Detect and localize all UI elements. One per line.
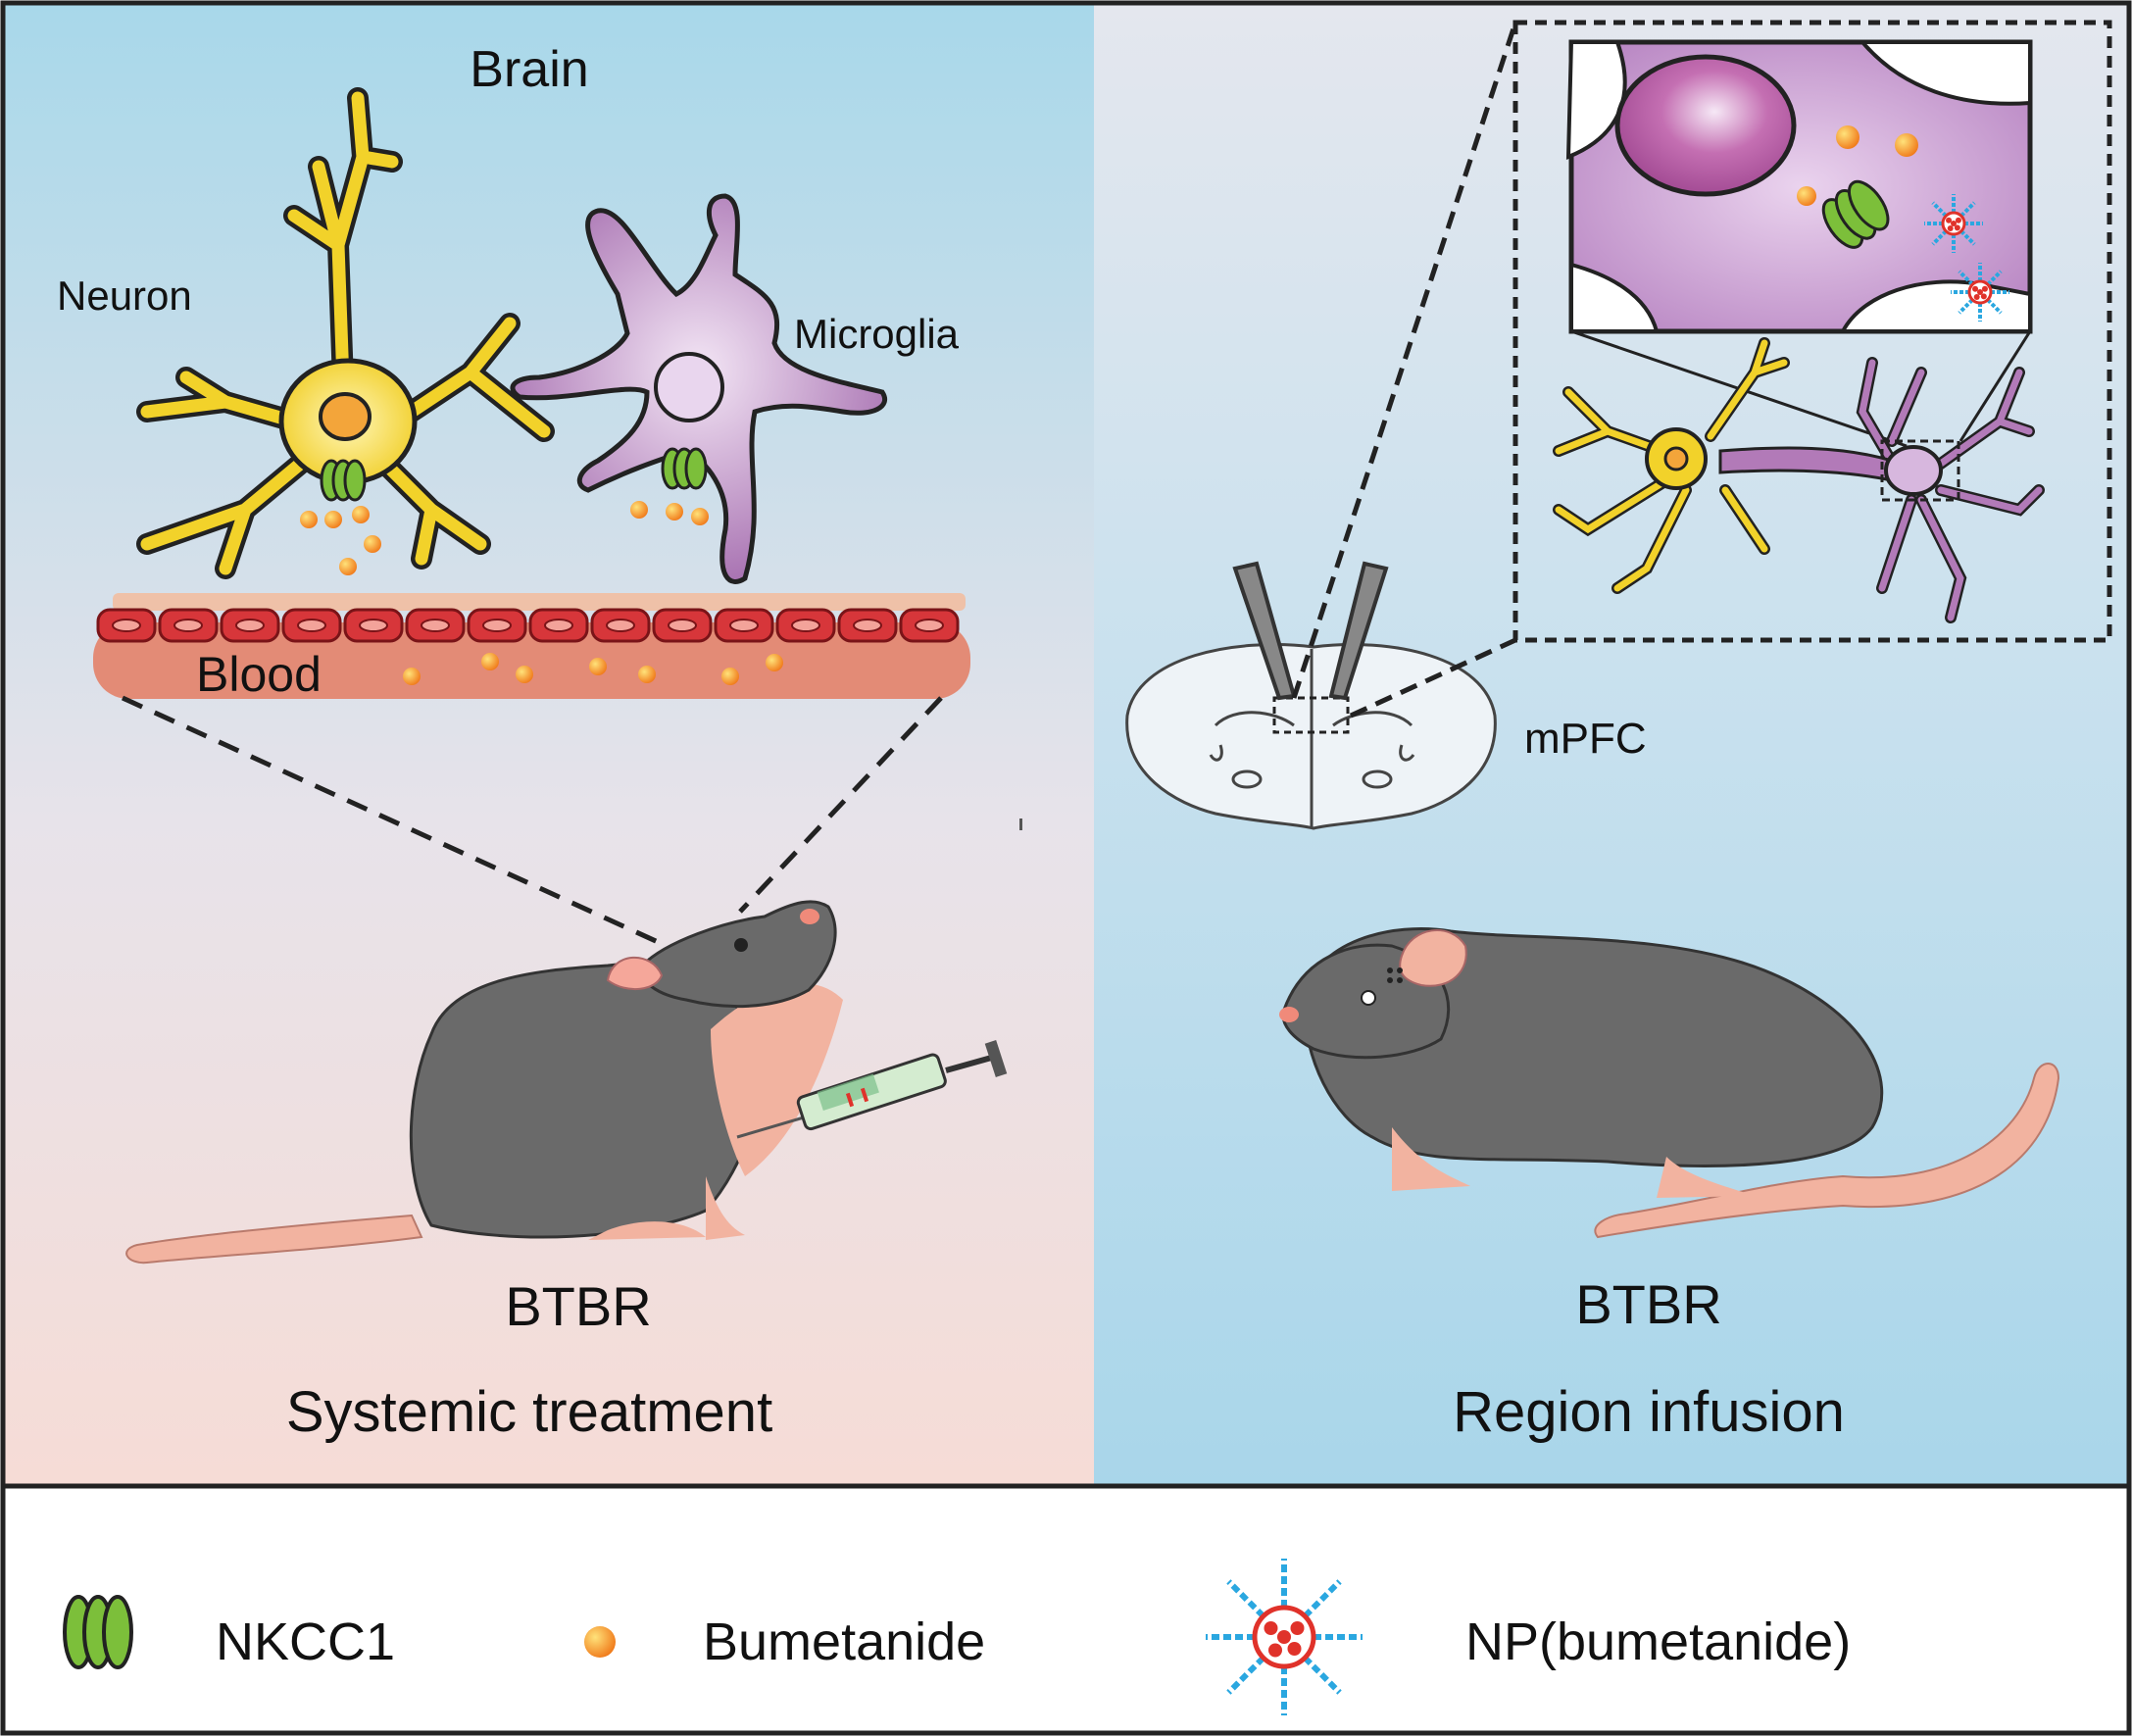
mouse-systemic-illustration <box>125 900 843 1265</box>
np-inset-icon-1 <box>1924 194 1983 253</box>
np-drug-dot <box>1277 1630 1291 1644</box>
nkcc1-microglia-icon <box>661 447 708 490</box>
endothelial-nucleus <box>544 619 573 632</box>
np-arm <box>1226 1656 1265 1695</box>
np-arm <box>1959 201 1976 218</box>
microglia-illustration <box>510 193 887 584</box>
np-inset-icon-2 <box>1951 263 2009 322</box>
np-arm <box>1303 1579 1342 1618</box>
np-arm <box>1986 270 2003 286</box>
np-arm <box>1959 229 1976 246</box>
bumetanide-dots-blood <box>403 653 783 685</box>
tiny-mark <box>1019 818 1022 830</box>
np-legend-label: NP(bumetanide) <box>1465 1612 1851 1671</box>
endothelial-nucleus <box>421 619 450 632</box>
np-drug-dot <box>1980 293 1987 300</box>
blood-label: Blood <box>196 647 322 702</box>
np-arm <box>1303 1656 1342 1695</box>
brain-label: Brain <box>470 41 588 98</box>
right-microglia-soma <box>1884 445 1943 496</box>
endothelial-nucleus <box>297 619 326 632</box>
connected-cells-illustration <box>1553 337 2045 623</box>
np-drug-dot <box>1264 1621 1278 1635</box>
np-drug-dot <box>1290 1621 1305 1635</box>
np-drug-dot <box>1977 289 1983 295</box>
nkcc1-neuron-icon <box>320 459 367 502</box>
neuron-illustration <box>136 87 555 579</box>
endothelial-nucleus <box>606 619 635 632</box>
np-drug-dot <box>1973 293 1980 300</box>
endothelial-nucleus <box>482 619 512 632</box>
bumetanide-dots-brain <box>300 501 709 575</box>
microglia-zoom-box <box>1880 439 1960 502</box>
endothelial-nucleus <box>235 619 265 632</box>
inset-cell-zoom <box>1565 39 2033 334</box>
endothelial-nucleus <box>668 619 697 632</box>
zoom-box-cells <box>1512 20 2112 643</box>
np-drug-dot <box>1951 221 1957 226</box>
nkcc1-legend-label: NKCC1 <box>216 1612 395 1671</box>
mpfc-region-box <box>1272 696 1350 734</box>
np-drug-dot <box>1972 285 1979 292</box>
mpfc-pointer-line <box>1349 637 1517 719</box>
np-arm <box>1226 1579 1265 1618</box>
left-panel-background <box>4 4 1094 1484</box>
np-drug-dot <box>1954 224 1960 231</box>
endothelial-nucleus <box>112 619 141 632</box>
endothelial-nucleus <box>729 619 759 632</box>
endothelial-nucleus <box>174 619 203 632</box>
neuron-label: Neuron <box>57 273 192 319</box>
zoom-line-upper <box>1291 22 1518 699</box>
np-drug-dot <box>1287 1642 1302 1656</box>
endothelial-nucleus <box>853 619 882 632</box>
inset-nucleus <box>1614 54 1797 197</box>
mouse-ear-right <box>1399 929 1467 987</box>
np-arm <box>1931 229 1948 246</box>
np-drug-dot <box>1955 217 1961 223</box>
np-drug-dot <box>1947 224 1954 231</box>
np-drug-dot <box>1268 1643 1282 1658</box>
endothelial-nucleus <box>791 619 820 632</box>
legend: NKCC1 Bumetanide NP(bumetanide) <box>63 1559 1851 1715</box>
np-arm <box>1958 270 1974 286</box>
strain-label-right: BTBR <box>1575 1273 1721 1335</box>
bumetanide-legend-label: Bumetanide <box>703 1612 985 1671</box>
microglia-label: Microglia <box>794 311 960 357</box>
treatment-label-left: Systemic treatment <box>286 1380 772 1444</box>
np-drug-dot <box>1946 217 1953 223</box>
zoom-lines-left <box>121 695 943 949</box>
endothelial-cell-row <box>96 608 960 643</box>
endothelial-nucleus <box>359 619 388 632</box>
mpfc-label: mPFC <box>1524 715 1647 763</box>
strain-label-left: BTBR <box>505 1275 651 1337</box>
blood-vessel <box>93 593 970 699</box>
np-legend-icon <box>1206 1559 1363 1715</box>
np-arm <box>1958 298 1974 315</box>
endothelial-nucleus <box>915 619 944 632</box>
np-arm <box>1986 298 2003 315</box>
syringe-icon <box>736 1040 1008 1139</box>
bumetanide-legend-icon <box>584 1626 616 1658</box>
nkcc1-inset-icon <box>1821 179 1890 249</box>
microglia-nucleus <box>654 352 724 422</box>
np-drug-dot <box>1981 285 1988 292</box>
nkcc1-legend-icon <box>63 1595 133 1669</box>
treatment-label-right: Region infusion <box>1453 1380 1845 1444</box>
np-arm <box>1931 201 1948 218</box>
mouse-infusion-illustration <box>1279 927 2060 1239</box>
neuron-nucleus <box>319 392 372 441</box>
